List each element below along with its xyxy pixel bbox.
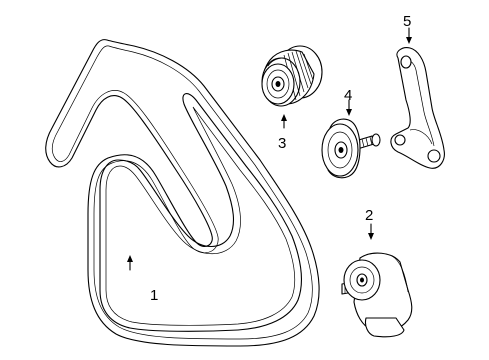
grooved-idler-pulley-icon[interactable]: [261, 45, 323, 129]
callout-1: 1: [150, 287, 158, 304]
tensioner-bracket-icon[interactable]: [390, 27, 445, 169]
callout-5: 5: [403, 13, 411, 30]
belt-tensioner-icon[interactable]: [341, 223, 413, 338]
callout-3: 3: [278, 135, 286, 152]
callout-2: 2: [365, 207, 373, 224]
serpentine-belt-icon[interactable]: [45, 39, 320, 347]
callout-4: 4: [344, 87, 352, 104]
smooth-idler-pulley-icon[interactable]: [321, 99, 381, 179]
